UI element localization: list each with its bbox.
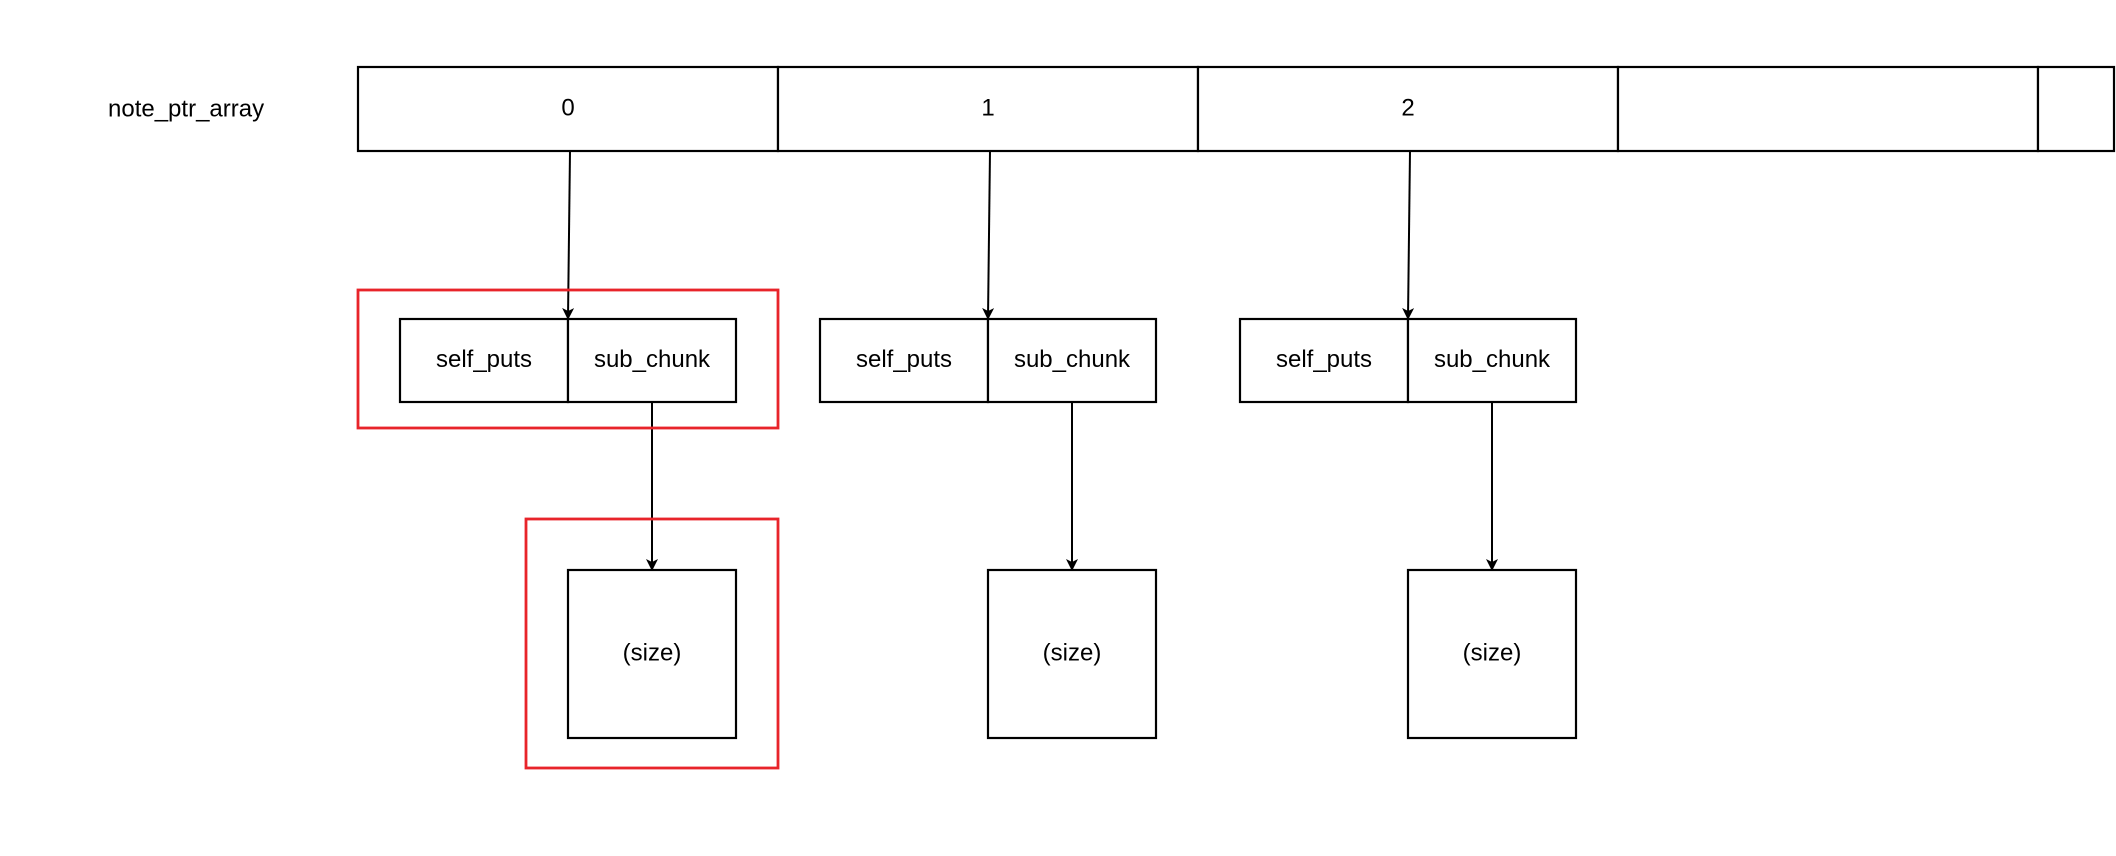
note-1-sub-chunk-label: sub_chunk xyxy=(1014,346,1131,373)
note-2-sub-chunk-label: sub_chunk xyxy=(1434,346,1551,373)
note-1-sub-chunk-field xyxy=(986,317,1158,404)
note-1-self-puts-label: self_puts xyxy=(856,346,952,373)
array-cell-2 xyxy=(1196,65,1620,153)
note-1-self-puts-field xyxy=(818,317,990,404)
highlight-boxes xyxy=(356,288,780,770)
chunk-0-highlight-box xyxy=(524,517,780,770)
note-0-chunk xyxy=(566,568,738,740)
note-0-self-puts-field xyxy=(398,317,570,404)
array-cell-label-0: 0 xyxy=(561,94,574,121)
array-cell-label-2: 2 xyxy=(1401,94,1414,121)
note-0-sub-chunk-field xyxy=(566,317,738,404)
note-2-sub-chunk-field xyxy=(1406,317,1578,404)
array-cell-0 xyxy=(356,65,780,153)
note-0-self-puts-label: self_puts xyxy=(436,346,532,373)
note-2-chunk-label: (size) xyxy=(1463,639,1522,666)
array-label: note_ptr_array xyxy=(108,95,264,122)
note-0-sub-chunk-label: sub_chunk xyxy=(594,346,711,373)
note-2-self-puts-field xyxy=(1238,317,1410,404)
arrow-array-to-note-1 xyxy=(982,150,995,320)
arrow-array-to-note-0 xyxy=(562,150,575,320)
note-structs: self_puts sub_chunk (size) self_puts sub_chu… xyxy=(398,317,1578,740)
array-cell-3 xyxy=(1616,65,2040,153)
array-cell-1 xyxy=(776,65,1200,153)
note-1-chunk-label: (size) xyxy=(1043,639,1102,666)
array-cell-label-1: 1 xyxy=(981,94,994,121)
note-2-chunk xyxy=(1406,568,1578,740)
note-0-chunk-label: (size) xyxy=(623,639,682,666)
arrow-array-to-note-2 xyxy=(1402,150,1415,320)
note-0-highlight-box xyxy=(356,288,780,430)
note-ptr-array: 0 1 2 xyxy=(356,65,2116,153)
note-2-self-puts-label: self_puts xyxy=(1276,346,1372,373)
note-1-chunk xyxy=(986,568,1158,740)
array-cell-4 xyxy=(2036,65,2116,153)
